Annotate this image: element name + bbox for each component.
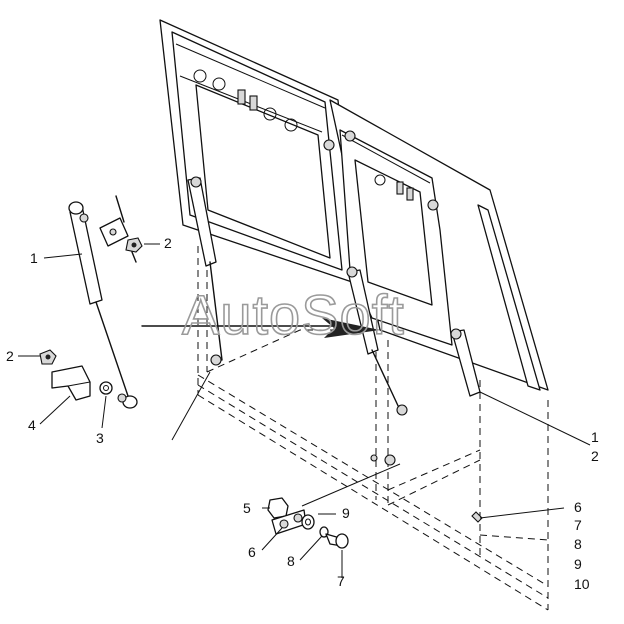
callout-2-right: 2 bbox=[591, 448, 599, 464]
callout-9-center: 9 bbox=[342, 505, 350, 521]
bolt bbox=[325, 533, 349, 549]
callout-1-left: 1 bbox=[30, 250, 38, 266]
gas-strut-left-mounted bbox=[187, 176, 223, 366]
callout-8-center: 8 bbox=[287, 553, 295, 569]
leader-lines bbox=[18, 243, 591, 578]
callout-5: 5 bbox=[243, 500, 251, 516]
callout-7-center: 7 bbox=[337, 573, 345, 589]
nut-mid bbox=[39, 349, 57, 365]
callout-8-right: 8 bbox=[574, 536, 582, 552]
callout-2-upper-left: 2 bbox=[164, 235, 172, 251]
clip-block bbox=[267, 497, 289, 519]
callout-4: 4 bbox=[28, 417, 36, 433]
washer bbox=[99, 381, 113, 395]
callout-1-right: 1 bbox=[591, 429, 599, 445]
callout-9-right: 9 bbox=[574, 556, 582, 572]
watermark-text: AutoSoft bbox=[182, 283, 405, 346]
upper-bracket bbox=[99, 195, 137, 263]
housing-outline bbox=[197, 246, 549, 611]
callout-labels: 1 2 2 4 3 1 2 5 9 6 8 7 6 7 8 9 10 bbox=[6, 235, 599, 592]
callout-7-right: 7 bbox=[574, 517, 582, 533]
rear-hatch-frame bbox=[159, 19, 356, 284]
small-pin bbox=[471, 511, 483, 523]
callout-3: 3 bbox=[96, 430, 104, 446]
gas-strut-exploded bbox=[68, 201, 138, 409]
front-hatch-panel bbox=[329, 99, 549, 391]
washer-large bbox=[301, 514, 315, 530]
nut-upper bbox=[125, 237, 143, 253]
callout-10-right: 10 bbox=[574, 576, 590, 592]
gas-strut-right-mounted bbox=[450, 328, 481, 397]
gas-strut-center-mounted bbox=[346, 266, 408, 416]
latch-striker bbox=[370, 454, 396, 466]
callout-2-mid-left: 2 bbox=[6, 348, 14, 364]
mounting-bracket bbox=[51, 365, 91, 401]
callout-6-center: 6 bbox=[248, 544, 256, 560]
callout-6-right: 6 bbox=[574, 499, 582, 515]
